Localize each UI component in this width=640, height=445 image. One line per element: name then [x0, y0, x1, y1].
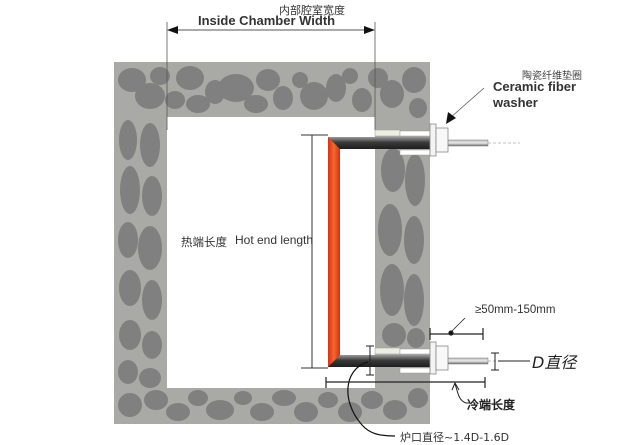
bottom-washer-1	[429, 341, 437, 375]
bottom-sleeve	[374, 347, 401, 355]
gap-dimension	[429, 317, 484, 340]
opening-diameter-label: 炉口直径~1.4D-1.6D	[400, 431, 510, 444]
opening-marker	[347, 345, 396, 437]
cold-end-label: 冷端长度	[467, 398, 516, 412]
inner-chamber	[167, 117, 375, 388]
washer-en-label-line1: Ceramic fiber	[493, 79, 577, 94]
washer-en-label-line2: washer	[493, 95, 538, 110]
bottom-sleeve-low	[399, 367, 431, 374]
top-sleeve	[374, 129, 401, 137]
hot-end-dimension	[301, 134, 328, 369]
arrow-left-icon	[167, 26, 178, 34]
top-sleeve-inner	[399, 130, 431, 137]
washer-leader	[446, 87, 485, 124]
top-cold-end	[328, 137, 430, 149]
heating-element	[328, 137, 520, 367]
hot-zone	[328, 137, 340, 367]
top-sleeve-low	[399, 149, 431, 156]
gap-label: ≥50mm-150mm	[475, 304, 556, 316]
top-washer-1	[429, 123, 437, 157]
chamber-width-dimension	[166, 22, 376, 130]
arrow-icon	[446, 112, 456, 124]
bottom-washer-2	[435, 345, 449, 371]
bottom-sleeve-inner	[399, 348, 431, 355]
chamber-width-cn-label: 内部腔室宽度	[279, 4, 345, 17]
hot-end-cn-label: 热端长度	[181, 235, 227, 249]
stones	[118, 66, 428, 422]
hot-end-en-label: Hot end length	[235, 233, 314, 247]
arrow-right-icon	[364, 26, 375, 34]
diameter-dimension	[491, 352, 530, 371]
cold-end-dimension	[325, 377, 486, 404]
bottom-cold-end	[328, 355, 430, 367]
chamber-width-en-label: Inside Chamber Width	[198, 13, 336, 28]
diameter-label: D直径	[532, 353, 577, 372]
furnace-wall	[114, 62, 430, 424]
washer-cn-label: 陶瓷纤维垫圈	[522, 71, 582, 82]
top-washer-2	[435, 127, 449, 153]
washers	[374, 123, 449, 375]
